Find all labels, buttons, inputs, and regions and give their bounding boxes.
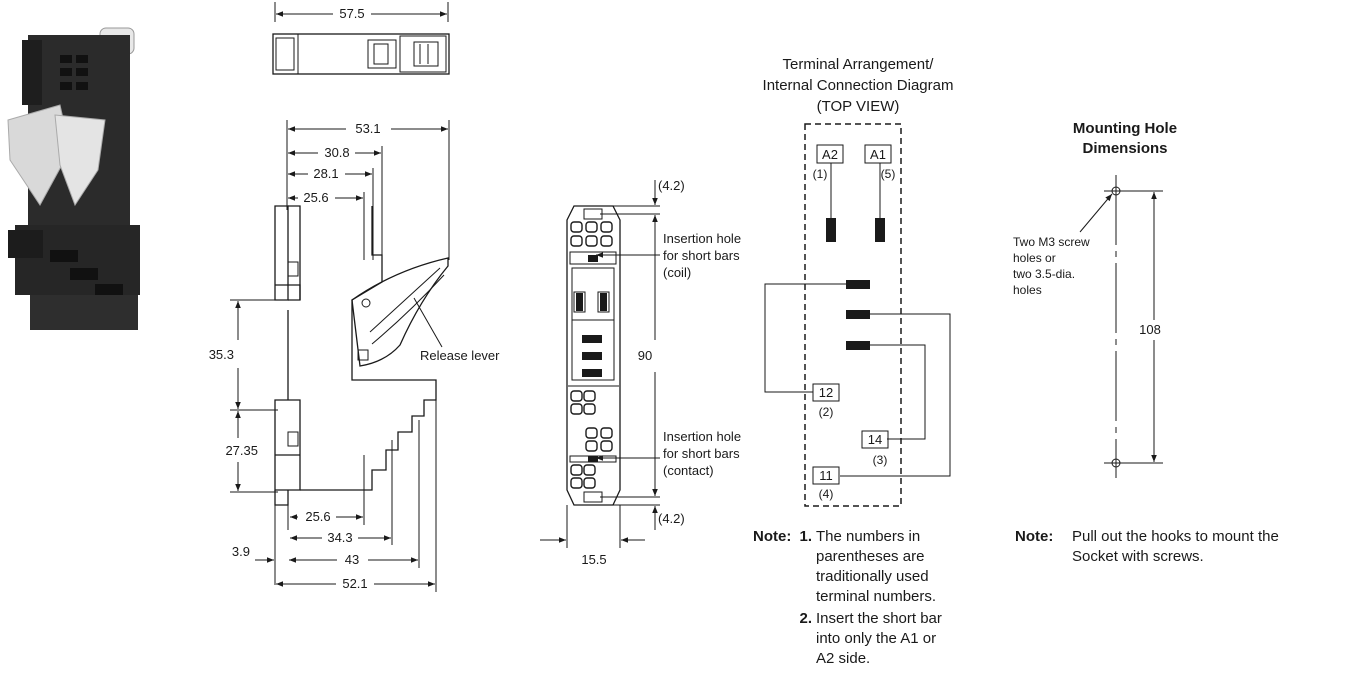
dim-top-width: 57.5 [339, 6, 364, 21]
terminal-diagram: Terminal Arrangement/ Internal Connectio… [763, 56, 954, 507]
screw-note-line2: holes or [1013, 251, 1056, 265]
dim-front-top-4-2: (4.2) [658, 178, 685, 193]
terminal-title-line2: Internal Connection Diagram [763, 77, 954, 94]
mounting-title-line1: Mounting Hole [1073, 120, 1177, 137]
terminal-11: 11 [819, 468, 833, 483]
dim-left-27-35: 27.35 [225, 443, 258, 458]
note-2-number: 2. [799, 610, 812, 627]
dim-side-30-8: 30.8 [324, 145, 349, 160]
screw-note-line1: Two M3 screw [1013, 235, 1090, 249]
terminal-a2-old: (1) [813, 167, 828, 181]
terminal-11-old: (4) [819, 487, 834, 501]
terminal-14-old: (3) [873, 453, 888, 467]
dim-mount-108: 108 [1139, 322, 1161, 337]
dim-side-overall: 53.1 [355, 121, 380, 136]
insertion-coil-line1: Insertion hole [663, 231, 741, 246]
note-2-line2: into only the A1 or [816, 630, 936, 647]
terminal-a1-old: (5) [881, 167, 896, 181]
note-left-head: Note: [753, 528, 791, 545]
dim-bottom-3-9: 3.9 [232, 544, 250, 559]
terminal-12-old: (2) [819, 405, 834, 419]
terminal-title-line1: Terminal Arrangement/ [783, 56, 935, 73]
note-1-line3: traditionally used [816, 568, 929, 585]
note-right-head: Note: [1015, 528, 1053, 545]
note-1-line1: The numbers in [816, 528, 920, 545]
note-right-line2: Socket with screws. [1072, 548, 1204, 565]
screw-note-line4: holes [1013, 283, 1042, 297]
dim-front-width: 15.5 [581, 552, 606, 567]
note-2-line3: A2 side. [816, 650, 870, 667]
product-photo [7, 27, 140, 330]
insertion-contact-line2: for short bars [663, 446, 740, 461]
dim-side-28-1: 28.1 [313, 166, 338, 181]
note-1-number: 1. [799, 528, 812, 545]
notes-right: Note: Pull out the hooks to mount the So… [1015, 528, 1279, 565]
release-lever-label: Release lever [420, 348, 500, 363]
dim-front-90: 90 [638, 348, 652, 363]
note-1-line4: terminal numbers. [816, 588, 936, 605]
dim-bottom-52-1: 52.1 [342, 576, 367, 591]
terminal-12: 12 [819, 385, 833, 400]
top-view: 57.5 [272, 2, 450, 75]
terminal-a2: A2 [822, 147, 838, 162]
insertion-coil-line3: (coil) [663, 265, 691, 280]
dim-left-35-3: 35.3 [209, 347, 234, 362]
screw-note-line3: two 3.5-dia. [1013, 267, 1075, 281]
note-1-line2: parentheses are [816, 548, 924, 565]
dim-bottom-34-3: 34.3 [327, 530, 352, 545]
side-view: 53.1 30.8 28.1 25.6 Release lever [209, 120, 500, 592]
insertion-contact-line3: (contact) [663, 463, 714, 478]
terminal-a1: A1 [870, 147, 886, 162]
insertion-coil-line2: for short bars [663, 248, 740, 263]
insertion-contact-line1: Insertion hole [663, 429, 741, 444]
mounting-holes: Mounting Hole Dimensions 108 Two M3 scre… [1013, 120, 1177, 478]
dim-front-bottom-4-2: (4.2) [658, 511, 685, 526]
terminal-title-line3: (TOP VIEW) [817, 98, 900, 115]
terminal-14: 14 [868, 432, 882, 447]
front-view: (4.2) 90 (4.2) 15.5 Insertion hole for s… [540, 178, 741, 567]
dim-bottom-25-6: 25.6 [305, 509, 330, 524]
notes-left: Note: 1. The numbers in parentheses are … [753, 528, 942, 667]
dim-bottom-43: 43 [345, 552, 359, 567]
dim-side-25-6-top: 25.6 [303, 190, 328, 205]
note-right-line1: Pull out the hooks to mount the [1072, 528, 1279, 545]
note-2-line1: Insert the short bar [816, 610, 942, 627]
mounting-title-line2: Dimensions [1082, 140, 1167, 157]
